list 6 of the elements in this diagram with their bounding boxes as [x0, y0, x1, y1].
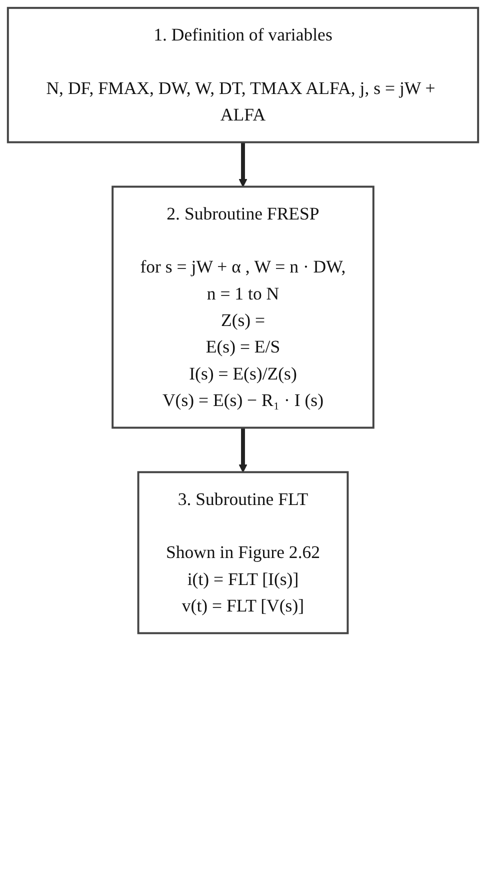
node-box: [137, 471, 349, 634]
node-box: [6, 6, 480, 144]
node-box: [112, 186, 374, 429]
flowchart-drawing: 1. Definition of variables N, DF, FMAX, DW, W, DT, TMAX ALFA, j, s = jW + ALFA 2. Subroutine FRESP for s = jW + α , W = n · DW, n = 1 to N Z(s) = E(s) = E/S I(s) = E(s)/Z(s) V(s) = E(s) − R₁ · I (s) 3. Subroutine FLT Shown in Figure 2.62 i(t) = FLT [I(s)] v(t) = FLT [V(s)]: [0, 0, 486, 642]
arrow: [238, 428, 248, 473]
arrow: [238, 142, 248, 188]
